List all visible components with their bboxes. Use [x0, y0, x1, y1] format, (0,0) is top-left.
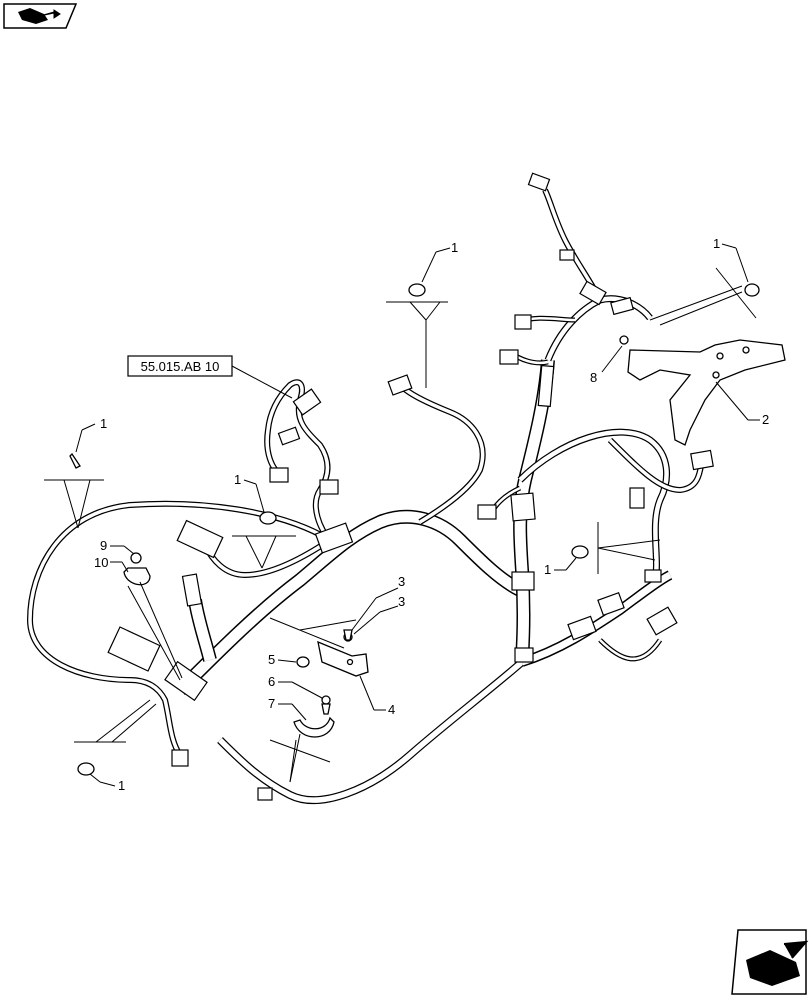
cross-reference-link[interactable]: 55.015.AB 10: [127, 355, 233, 377]
callout-3-a: 3: [398, 574, 405, 589]
bracket-part-2: [627, 339, 786, 446]
callout-8: 8: [590, 370, 597, 385]
callout-1-top: 1: [451, 240, 458, 255]
connectors: [107, 172, 714, 801]
callout-1-bottom-left: 1: [118, 778, 125, 793]
callout-4: 4: [388, 702, 395, 717]
back-arrow-icon: [18, 8, 61, 24]
clip-parts: [69, 283, 760, 776]
main-harness-cables: [26, 188, 705, 804]
callout-6: 6: [268, 674, 275, 689]
callout-3-b: 3: [398, 594, 405, 609]
cross-reference-label: 55.015.AB 10: [141, 359, 220, 374]
previous-page-button[interactable]: [3, 3, 78, 29]
callout-7: 7: [268, 696, 275, 711]
bracket-part-4: [317, 640, 369, 677]
callout-1-mid-right: 1: [544, 562, 551, 577]
callout-2: 2: [762, 412, 769, 427]
next-page-button[interactable]: [731, 929, 809, 995]
forward-arrow-icon: [746, 940, 809, 986]
callout-1-mid-left: 1: [234, 472, 241, 487]
callout-10: 10: [94, 555, 108, 570]
callout-numbers: 1 1 8 2 1 1 1 3 3 4 5 6 7 9 10 1: [94, 236, 769, 793]
callout-9: 9: [100, 538, 107, 553]
callout-1-top-right: 1: [713, 236, 720, 251]
reference-lines: [44, 243, 760, 787]
callout-1-left: 1: [100, 416, 107, 431]
callout-5: 5: [268, 652, 275, 667]
